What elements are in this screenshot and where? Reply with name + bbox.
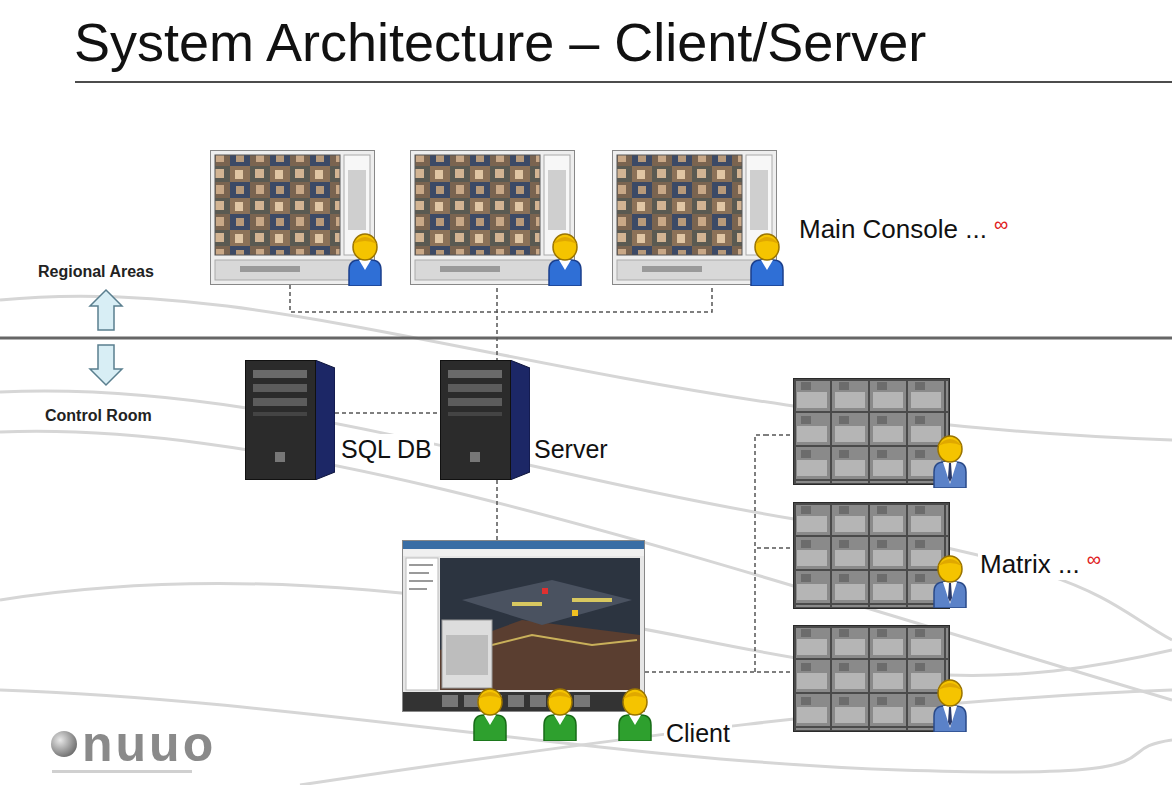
stub-wire bbox=[765, 435, 793, 672]
logo-ball bbox=[51, 731, 77, 757]
bus-wire bbox=[290, 285, 712, 312]
logo-text: nuuo bbox=[80, 714, 218, 774]
console-bus bbox=[290, 285, 712, 312]
down-arrow bbox=[90, 345, 122, 385]
user-icon bbox=[619, 689, 651, 741]
console-group: Main Console ...∞ bbox=[205, 148, 1075, 288]
swoosh bbox=[0, 296, 1172, 440]
user-icon bbox=[544, 689, 576, 741]
area-separator bbox=[0, 337, 1172, 340]
label-row: Matrix ...∞ bbox=[978, 549, 1103, 580]
database-label: SQL DB bbox=[339, 434, 434, 464]
title-text: System Architecture – Client/Server bbox=[72, 10, 928, 75]
dashed-link bbox=[335, 412, 440, 414]
area-label: Regional Areas bbox=[36, 262, 156, 281]
user-icon bbox=[349, 234, 381, 286]
title-rule bbox=[75, 81, 1172, 83]
database-server: SQL DB bbox=[245, 360, 335, 480]
console-label: Main Console ... bbox=[797, 214, 989, 245]
application-server: Server bbox=[440, 360, 530, 480]
background-swooshes bbox=[0, 296, 1172, 785]
server-tower bbox=[246, 360, 336, 480]
infinity-mark: ∞ bbox=[1085, 547, 1103, 571]
dashed-link bbox=[496, 480, 498, 540]
client-screenshot bbox=[403, 541, 645, 712]
matrix-label: Matrix ... bbox=[978, 549, 1082, 580]
matrix-group: Matrix ...∞ bbox=[765, 375, 1150, 735]
area-label: Control Room bbox=[43, 406, 154, 425]
server-label: Server bbox=[532, 434, 610, 464]
user-icon bbox=[934, 680, 966, 732]
dashed-link bbox=[496, 288, 498, 360]
label-row: SQL DB bbox=[339, 434, 434, 464]
matrix-monitor bbox=[794, 626, 950, 732]
dashed-link bbox=[645, 435, 765, 672]
client-window: Client bbox=[402, 540, 645, 712]
user-icon bbox=[934, 556, 966, 608]
matrix-stubs bbox=[765, 435, 793, 672]
server-tower bbox=[441, 360, 531, 480]
infinity-mark: ∞ bbox=[992, 212, 1010, 236]
label-row: Main Console ...∞ bbox=[797, 214, 1010, 245]
label-row: Server bbox=[532, 434, 610, 464]
user-icon bbox=[751, 234, 783, 286]
user-icon bbox=[934, 436, 966, 488]
client-label: Client bbox=[664, 718, 732, 748]
up-arrow bbox=[90, 290, 122, 330]
user-icon bbox=[474, 689, 506, 741]
label-row: Client bbox=[664, 718, 732, 748]
user-icon bbox=[549, 234, 581, 286]
matrix-monitor bbox=[794, 503, 950, 609]
matrix-monitor bbox=[794, 379, 950, 485]
